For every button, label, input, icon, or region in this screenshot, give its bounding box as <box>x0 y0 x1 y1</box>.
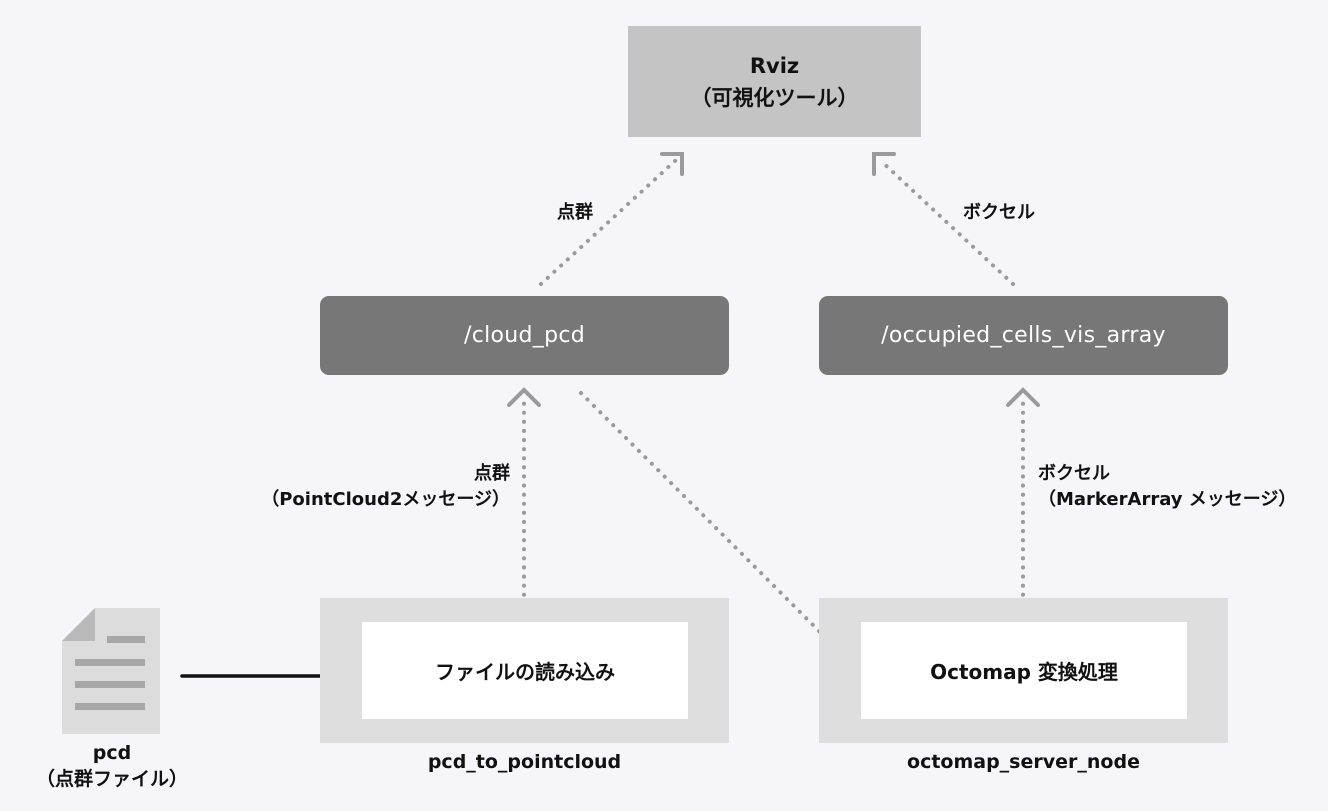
edge-label-pcd-to-cloud: 点群 （PointCloud2メッセージ） <box>260 461 510 513</box>
topic-occupied-cells: /occupied_cells_vis_array <box>819 296 1228 375</box>
topic-occupied-cells-label: /occupied_cells_vis_array <box>881 323 1166 348</box>
arrow-pcd-to-cloud <box>507 387 541 615</box>
edge-label-cloud-to-rviz: 点群 <box>557 202 593 223</box>
topic-cloud-pcd: /cloud_pcd <box>320 296 729 375</box>
arrow-cloud-to-rviz <box>539 152 684 286</box>
arrow-occupied-to-rviz <box>872 152 1015 286</box>
process-octomap-convert-label: Octomap 変換処理 <box>930 660 1118 684</box>
node-name-octomap-server: octomap_server_node <box>907 751 1140 773</box>
rviz-box: Rviz （可視化ツール） <box>628 26 921 137</box>
edge-label-octomap-to-occupied-line1: ボクセル <box>1038 463 1110 484</box>
process-file-read: ファイルの読み込み <box>362 622 688 719</box>
edge-label-pcd-to-cloud-line2: （PointCloud2メッセージ） <box>261 489 510 510</box>
arrow-octomap-to-occupied <box>1006 387 1040 615</box>
rviz-subtitle: （可視化ツール） <box>690 85 859 110</box>
edge-label-octomap-to-occupied-line2: （MarkerArray メッセージ） <box>1038 489 1297 510</box>
node-name-pcd-to-pointcloud: pcd_to_pointcloud <box>427 751 622 773</box>
edge-label-occupied-to-rviz: ボクセル <box>963 202 1035 223</box>
file-caption-line2: （点群ファイル） <box>35 768 188 790</box>
process-octomap-convert: Octomap 変換処理 <box>861 622 1187 719</box>
document-icon <box>62 608 160 734</box>
topic-cloud-pcd-label: /cloud_pcd <box>463 323 585 348</box>
edge-label-octomap-to-occupied: ボクセル （MarkerArray メッセージ） <box>1038 461 1296 513</box>
edge-label-pcd-to-cloud-line1: 点群 <box>474 463 510 484</box>
file-caption-line1: pcd <box>92 742 132 764</box>
process-file-read-label: ファイルの読み込み <box>435 660 615 684</box>
file-caption: pcd （点群ファイル） <box>20 740 204 792</box>
rviz-title: Rviz <box>749 53 800 78</box>
